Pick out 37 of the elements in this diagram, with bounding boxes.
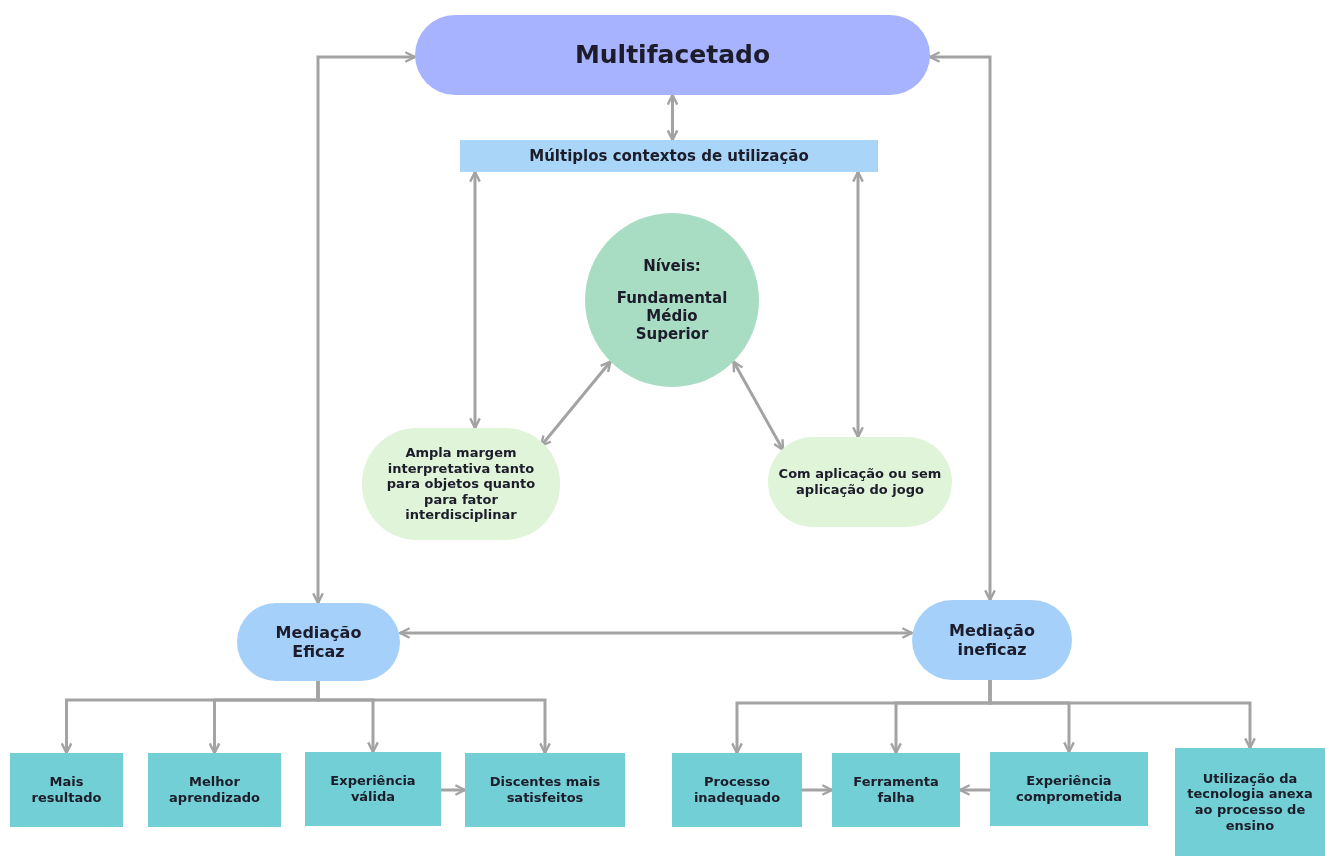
outcome-box [672, 753, 802, 827]
arrow [469, 170, 481, 430]
node-text: Múltiplos contextos de utilização [529, 147, 809, 165]
outcome-box [148, 753, 281, 827]
node-text: Ferramenta falha [852, 774, 940, 806]
node-text: Discentes mais satisfeitos [488, 774, 602, 806]
node-text: Multifacetado [574, 40, 771, 70]
outcome-box [832, 753, 960, 827]
node-text: Com aplicação ou sem aplicação do jogo [778, 466, 942, 498]
arrow [666, 93, 679, 142]
arrow [802, 784, 834, 796]
arrow [539, 360, 612, 448]
arrow [988, 680, 1256, 750]
arrow [398, 627, 914, 639]
context-banner [460, 140, 878, 172]
outcome-box [1175, 748, 1325, 856]
outcome-box [305, 752, 441, 826]
outcome-box [465, 753, 625, 827]
arrow [316, 681, 551, 755]
node-text: Mediação Eficaz [274, 622, 363, 662]
node-text: Mediação ineficaz [948, 620, 1036, 660]
node-text: Mais resultado [30, 774, 103, 806]
arrow [852, 170, 864, 439]
node-text: Utilização da tecnologia anexa ao processo de ensino [1186, 770, 1314, 834]
node-heading: Níveis: [643, 257, 701, 275]
arrow [441, 784, 467, 796]
node-text: Processo inadequado [692, 774, 782, 806]
arrow [928, 51, 996, 602]
arrow [732, 360, 785, 452]
node-text: Fundamental Médio Superior [615, 289, 729, 343]
node-text: Experiência comprometida [1015, 773, 1123, 805]
outcome-box [10, 753, 123, 827]
outcome-box [990, 752, 1148, 826]
node-text: Ampla margem interpretativa tanto para objetos quanto para fator interdisciplinar [385, 445, 537, 523]
node-text: Melhor aprendizado [168, 774, 261, 806]
node-text: Experiência válida [329, 773, 417, 805]
arrow [312, 51, 417, 605]
